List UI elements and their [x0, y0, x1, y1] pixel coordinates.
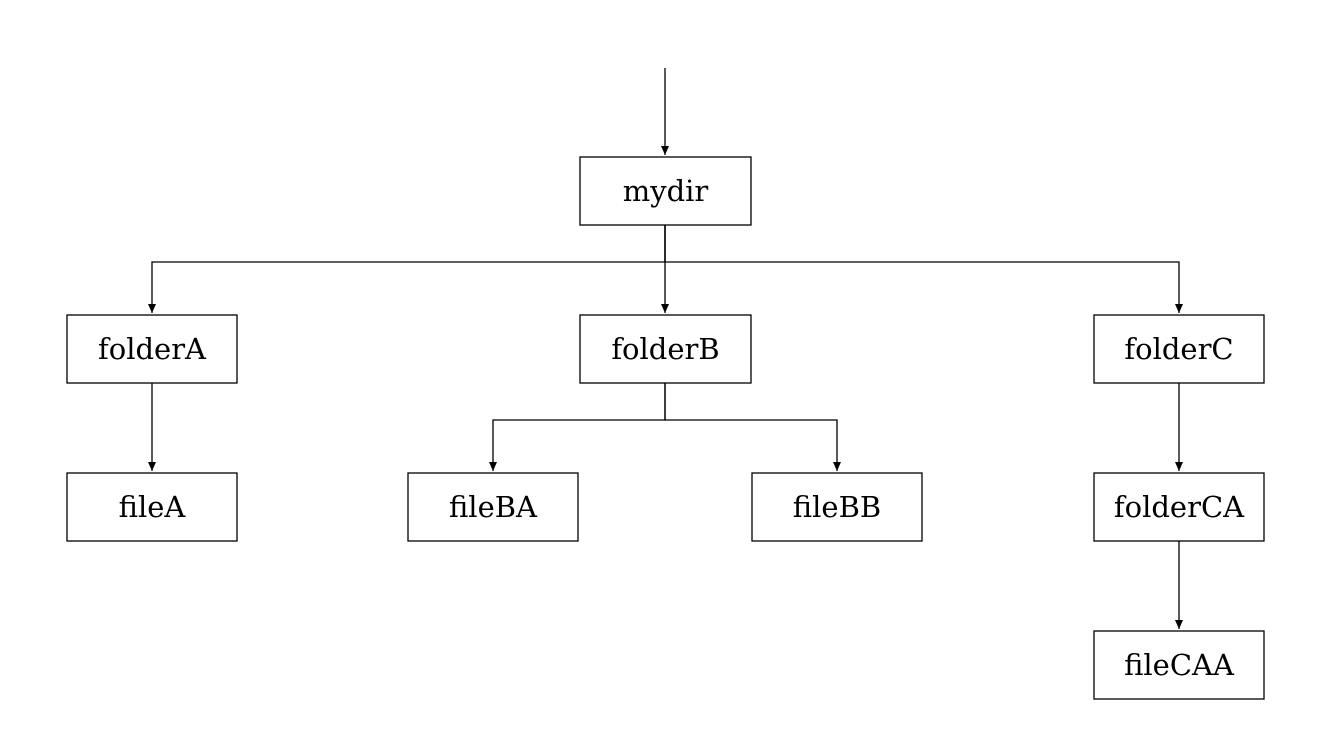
node-folderA[interactable]: folderA: [66, 314, 238, 384]
node-folderC[interactable]: folderC: [1093, 314, 1265, 384]
node-box: [66, 314, 238, 384]
edges: [148, 68, 1183, 629]
edge-folderB-fileBB: [664, 383, 841, 471]
node-box: [751, 472, 923, 542]
node-fileBB[interactable]: fileBB: [751, 472, 923, 542]
node-box: [66, 472, 238, 542]
edge-mydir-folderC: [664, 225, 1183, 313]
node-fileBA[interactable]: fileBA: [407, 472, 579, 542]
node-label: folderC: [1124, 332, 1233, 366]
node-label: fileBA: [449, 490, 538, 524]
node-folderCA[interactable]: folderCA: [1093, 472, 1265, 542]
node-folderB[interactable]: folderB: [579, 314, 752, 384]
node-label: fileCAA: [1124, 648, 1235, 682]
node-box: [1093, 472, 1265, 542]
node-box: [407, 472, 579, 542]
node-box: [579, 314, 752, 384]
node-label: mydir: [623, 174, 709, 208]
node-box: [1093, 630, 1265, 700]
edge-folderB-fileBA: [489, 383, 666, 471]
node-label: folderB: [611, 332, 719, 366]
edge-mydir-folderA: [148, 225, 666, 313]
node-label: folderA: [98, 332, 207, 366]
node-mydir[interactable]: mydir: [579, 156, 752, 226]
node-label: fileBB: [793, 490, 881, 524]
node-label: fileA: [119, 490, 187, 524]
node-box: [1093, 314, 1265, 384]
node-fileCAA[interactable]: fileCAA: [1093, 630, 1265, 700]
node-box: [579, 156, 752, 226]
node-fileA[interactable]: fileA: [66, 472, 238, 542]
node-label: folderCA: [1114, 490, 1245, 524]
